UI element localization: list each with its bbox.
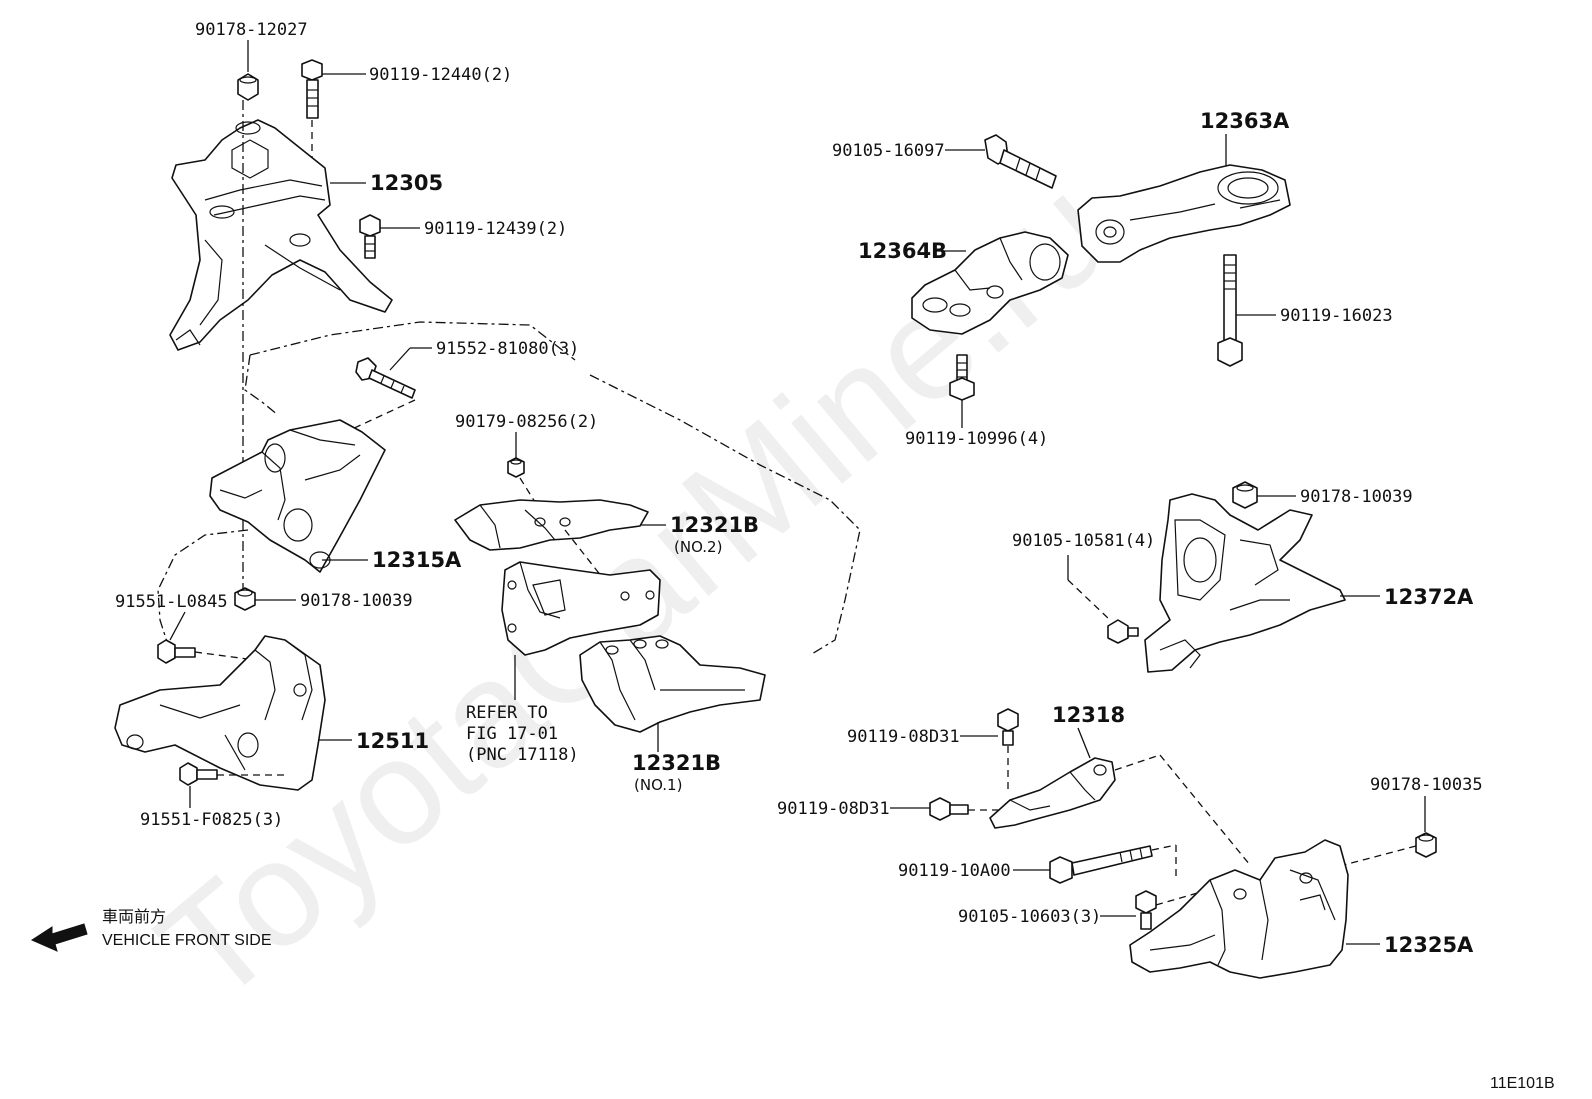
direction-label-en: VEHICLE FRONT SIDE: [102, 932, 272, 949]
engine-mount-12305[interactable]: [169, 119, 393, 351]
bolt-90105-10581[interactable]: [1107, 619, 1139, 644]
label-refer-to[interactable]: REFER TO: [466, 703, 548, 723]
label-12315A[interactable]: 12315A: [372, 548, 462, 572]
bracket-12511[interactable]: [114, 635, 326, 791]
bracket-12325A[interactable]: [1129, 839, 1349, 979]
bracket-12318[interactable]: [989, 757, 1116, 829]
label-91552-81080[interactable]: 91552-81080(3): [436, 339, 579, 359]
bolt-90119-08D31-upper[interactable]: [997, 708, 1019, 746]
torque-rod-12363A[interactable]: [1077, 164, 1291, 263]
label-12321B-no1[interactable]: 12321B: [632, 751, 721, 775]
label-refer-fig[interactable]: FIG 17-01: [466, 724, 558, 744]
bolt-90119-10A00[interactable]: [1049, 845, 1153, 884]
nut-90178-12027[interactable]: [237, 73, 259, 101]
bracket-refer-fig-17-01[interactable]: [501, 561, 661, 656]
label-12372A[interactable]: 12372A: [1384, 585, 1474, 609]
figure-id: 11E101B: [1490, 1075, 1555, 1092]
bolt-90105-16097[interactable]: [984, 134, 1057, 189]
label-90178-12027[interactable]: 90178-12027: [195, 20, 308, 40]
label-12511[interactable]: 12511: [356, 729, 429, 753]
nut-90179-08256[interactable]: [507, 457, 525, 478]
nut-90178-10035[interactable]: [1415, 832, 1437, 858]
plate-12321B-no1[interactable]: [579, 635, 766, 733]
bolt-90119-16023[interactable]: [1217, 254, 1243, 367]
bolt-90105-10603[interactable]: [1135, 890, 1157, 930]
label-90119-12439[interactable]: 90119-12439(2): [424, 219, 567, 239]
nut-90178-10039-right[interactable]: [1232, 481, 1258, 509]
label-refer-pnc[interactable]: (PNC 17118): [466, 745, 579, 765]
label-no1[interactable]: (NO.1): [634, 776, 682, 794]
label-90178-10039-right[interactable]: 90178-10039: [1300, 487, 1413, 507]
label-90179-08256[interactable]: 90179-08256(2): [455, 412, 598, 432]
bracket-12315A[interactable]: [209, 419, 386, 573]
label-90105-10603[interactable]: 90105-10603(3): [958, 907, 1101, 927]
label-90178-10039-left[interactable]: 90178-10039: [300, 591, 413, 611]
label-12363A[interactable]: 12363A: [1200, 109, 1290, 133]
direction-label-jp: 車両前方: [102, 908, 166, 926]
label-90119-12440[interactable]: 90119-12440(2): [369, 65, 512, 85]
bolt-90119-12440[interactable]: [301, 59, 323, 119]
transmission-mount-12372A[interactable]: [1144, 493, 1346, 673]
bolt-90119-10996[interactable]: [949, 354, 975, 401]
label-12318[interactable]: 12318: [1052, 703, 1125, 727]
label-90119-10A00[interactable]: 90119-10A00: [898, 861, 1011, 881]
plate-12321B-no2[interactable]: [454, 499, 649, 551]
label-91551-F0825[interactable]: 91551-F0825(3): [140, 810, 283, 830]
bolt-91551-F0825[interactable]: [179, 762, 218, 786]
nut-90178-10039-left[interactable]: [234, 587, 256, 611]
label-91551-L0845[interactable]: 91551-L0845: [115, 592, 228, 612]
label-90105-10581[interactable]: 90105-10581(4): [1012, 531, 1155, 551]
label-90178-10035[interactable]: 90178-10035: [1370, 775, 1483, 795]
bracket-12364B[interactable]: [911, 231, 1069, 335]
label-no2[interactable]: (NO.2): [674, 538, 722, 556]
label-90105-16097[interactable]: 90105-16097: [832, 141, 945, 161]
bolt-90119-12439[interactable]: [359, 214, 381, 259]
label-90119-08D31-upper[interactable]: 90119-08D31: [847, 727, 960, 747]
label-12364B[interactable]: 12364B: [858, 239, 947, 263]
bolt-91552-81080[interactable]: [355, 357, 416, 399]
bolt-91551-L0845[interactable]: [157, 639, 196, 664]
label-12321B-no2[interactable]: 12321B: [670, 513, 759, 537]
vehicle-front-arrow-icon: [30, 923, 88, 952]
bolt-90119-08D31-lower[interactable]: [929, 797, 969, 821]
label-12325A[interactable]: 12325A: [1384, 933, 1474, 957]
label-90119-16023[interactable]: 90119-16023: [1280, 306, 1393, 326]
label-90119-10996[interactable]: 90119-10996(4): [905, 429, 1048, 449]
label-90119-08D31-lower[interactable]: 90119-08D31: [777, 799, 890, 819]
label-12305[interactable]: 12305: [370, 171, 443, 195]
